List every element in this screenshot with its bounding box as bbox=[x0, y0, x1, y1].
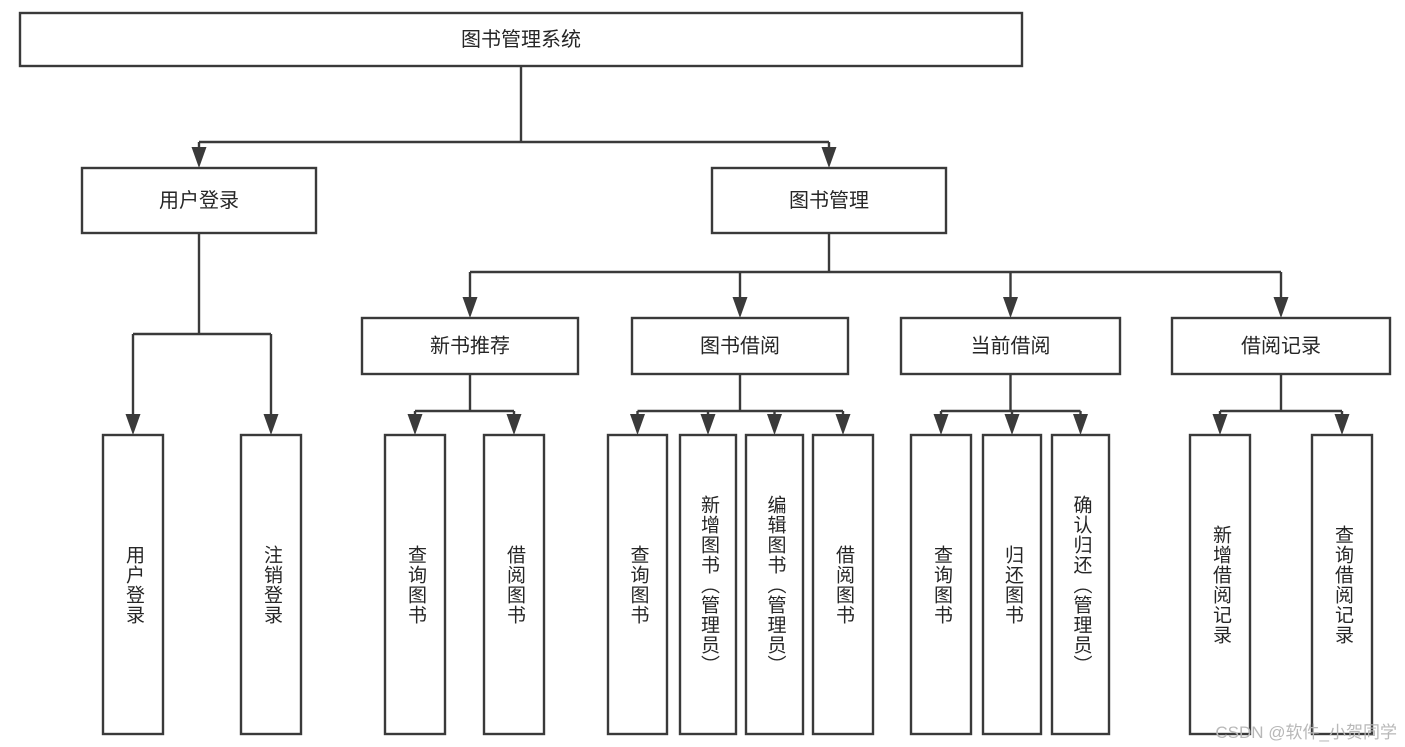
node-box-new-book-rec bbox=[360, 316, 580, 376]
node-box-leaf-query-book-1 bbox=[383, 433, 447, 736]
node-label-new-book-rec: 新书推荐 bbox=[430, 334, 510, 357]
node-label-book-borrow: 图书借阅 bbox=[700, 334, 780, 357]
node-boxes bbox=[18, 11, 1392, 736]
connector-lines bbox=[125, 66, 1350, 435]
node-label-current-borrow: 当前借阅 bbox=[971, 334, 1051, 357]
node-box-leaf-user-login bbox=[101, 433, 165, 736]
watermark: CSDN @软件_小贺同学 bbox=[1215, 723, 1397, 742]
node-box-leaf-query-record bbox=[1310, 433, 1374, 736]
node-box-leaf-edit-book bbox=[744, 433, 805, 736]
node-box-leaf-confirm-return bbox=[1050, 433, 1111, 736]
node-box-user-login bbox=[80, 166, 318, 235]
node-box-borrow-record bbox=[1170, 316, 1392, 376]
node-label-user-login: 用户登录 bbox=[159, 189, 239, 212]
node-box-leaf-user-logout bbox=[239, 433, 303, 736]
node-box-leaf-add-book bbox=[678, 433, 738, 736]
node-box-leaf-query-book-3 bbox=[909, 433, 973, 736]
node-label-book-manage: 图书管理 bbox=[789, 189, 869, 212]
node-box-leaf-borrow-book-2 bbox=[811, 433, 875, 736]
node-box-current-borrow bbox=[899, 316, 1122, 376]
node-box-leaf-query-book-2 bbox=[606, 433, 669, 736]
node-box-leaf-return-book bbox=[981, 433, 1043, 736]
node-box-leaf-borrow-book-1 bbox=[482, 433, 546, 736]
node-box-book-manage bbox=[710, 166, 948, 235]
node-box-leaf-add-record bbox=[1188, 433, 1252, 736]
node-box-book-borrow bbox=[630, 316, 850, 376]
node-label-borrow-record: 借阅记录 bbox=[1241, 334, 1321, 357]
node-label-root: 图书管理系统 bbox=[461, 28, 581, 51]
node-box-root bbox=[18, 11, 1024, 68]
